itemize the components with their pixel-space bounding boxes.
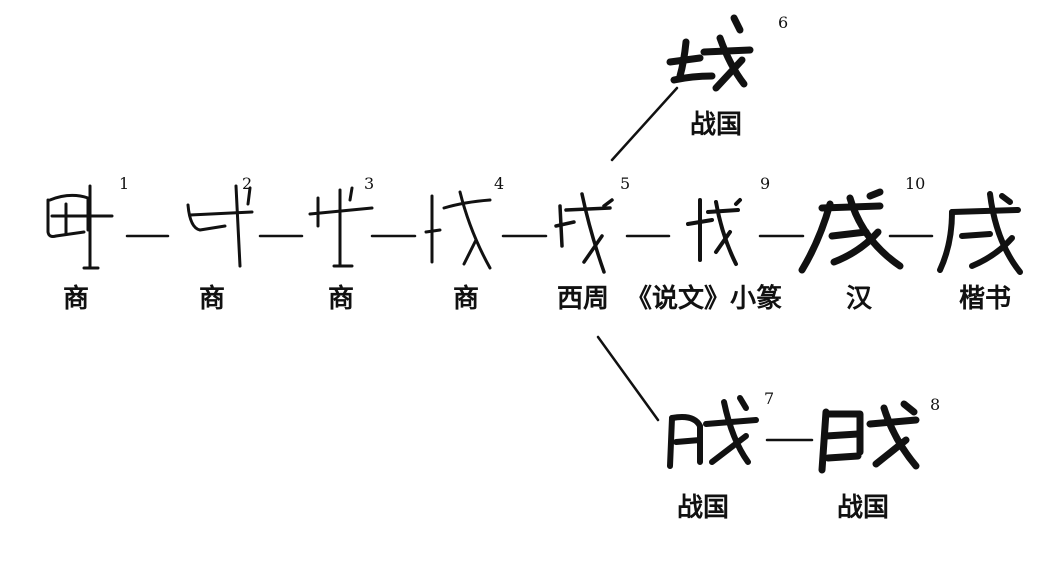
stage-number: 1 — [119, 174, 130, 193]
stage-label: 商 — [198, 284, 226, 314]
stage-kaishu-glyph — [937, 191, 1023, 275]
stage-label: 《说文》小篆 — [625, 284, 783, 314]
stage-label: 西周 — [556, 284, 610, 314]
stage-1-glyph — [46, 184, 114, 270]
branch-label: 战国 — [836, 493, 890, 523]
stage-number: 3 — [364, 174, 375, 193]
stage-number: 6 — [778, 13, 789, 32]
stage-2-glyph — [186, 184, 254, 268]
stage-number: 8 — [930, 395, 941, 414]
stage-number: 4 — [494, 174, 505, 193]
branch-label: 战国 — [676, 493, 730, 523]
stage-9-glyph — [686, 198, 742, 266]
stage-6-glyph — [666, 14, 754, 92]
stage-number: 2 — [242, 174, 253, 193]
connector-lines — [125, 86, 934, 442]
branch-line-bottom — [596, 335, 660, 422]
stage-label: 商 — [62, 284, 90, 314]
stage-10-glyph — [798, 188, 904, 274]
stage-number: 10 — [905, 174, 926, 193]
stage-number: 5 — [620, 174, 631, 193]
stage-label: 汉 — [845, 284, 873, 314]
stage-label: 商 — [327, 284, 355, 314]
stage-number: 9 — [760, 174, 771, 193]
branch-line-top — [610, 86, 679, 162]
stage-number: 7 — [764, 389, 775, 408]
stage-5-glyph — [554, 192, 614, 274]
stage-label: 楷书 — [958, 284, 1012, 314]
stage-3-glyph — [308, 186, 374, 268]
branch-label: 战国 — [689, 110, 743, 140]
stage-7-glyph — [667, 395, 759, 469]
stage-label: 商 — [452, 284, 480, 314]
stage-4-glyph — [424, 190, 492, 270]
stage-8-glyph — [818, 400, 920, 474]
